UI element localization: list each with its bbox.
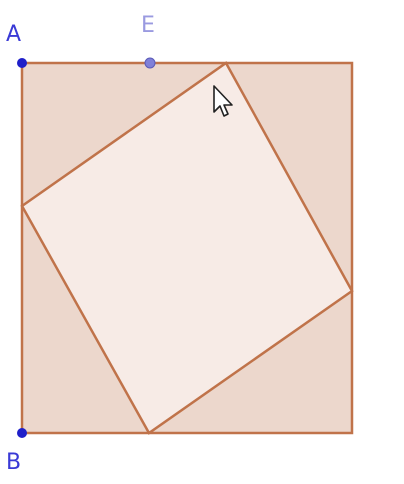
- point-A[interactable]: [17, 58, 27, 68]
- inner-square[interactable]: [20, 61, 354, 435]
- label-B: B: [6, 450, 21, 475]
- point-E[interactable]: [144, 57, 156, 69]
- mouse-pointer-icon: [213, 85, 233, 117]
- point-B[interactable]: [17, 428, 27, 438]
- label-E: E: [141, 13, 155, 38]
- label-A: A: [6, 22, 21, 47]
